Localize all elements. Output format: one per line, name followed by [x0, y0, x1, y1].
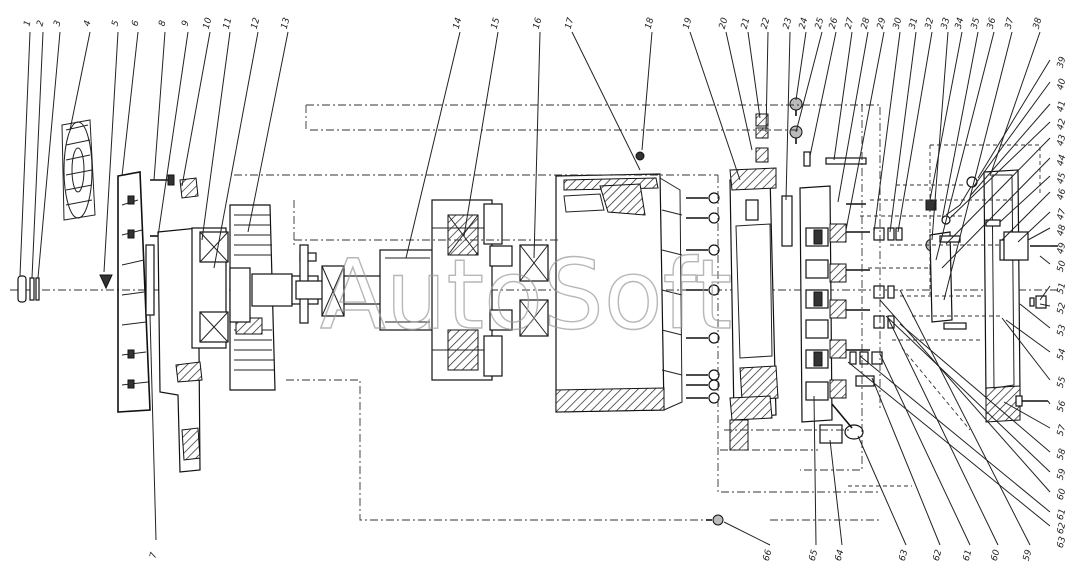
callout-16: 16	[532, 16, 545, 30]
shaft	[295, 249, 436, 331]
callout-60: 60	[990, 548, 1003, 562]
callout-46: 46	[1056, 187, 1069, 201]
callout-55: 55	[1056, 375, 1069, 389]
callout-60: 60	[1056, 487, 1069, 501]
callout-42: 42	[1056, 117, 1069, 131]
callout-33: 33	[940, 16, 953, 30]
callout-26: 26	[828, 16, 841, 30]
callout-50: 50	[1056, 259, 1069, 273]
studs	[686, 192, 720, 404]
callout-39: 39	[1056, 55, 1069, 69]
callout-17: 17	[564, 16, 577, 30]
callout-54: 54	[1056, 347, 1069, 361]
callout-52: 52	[1056, 301, 1069, 315]
callout-61: 61	[1056, 508, 1069, 522]
callout-25: 25	[814, 16, 827, 30]
callout-37: 37	[1004, 16, 1017, 30]
pulley-group	[17, 119, 175, 413]
watermark: AutoSoft	[320, 239, 732, 351]
callout-63: 63	[1056, 535, 1069, 549]
callout-22: 22	[760, 16, 773, 30]
callout-44: 44	[1056, 153, 1069, 167]
callout-47: 47	[1056, 207, 1069, 221]
callout-4: 4	[82, 19, 93, 27]
callout-58: 58	[1056, 447, 1069, 461]
callout-34: 34	[954, 16, 967, 30]
callout-59: 59	[1022, 548, 1035, 562]
callout-8: 8	[157, 19, 168, 27]
callout-2: 2	[35, 19, 46, 27]
callout-3: 3	[52, 19, 63, 27]
callout-64: 64	[834, 548, 847, 562]
callout-24: 24	[798, 16, 811, 30]
callout-6: 6	[130, 19, 141, 27]
guide-lines	[234, 104, 1041, 526]
callout-28: 28	[860, 16, 873, 30]
callout-38: 38	[1032, 16, 1045, 30]
callout-56: 56	[1056, 399, 1069, 413]
callout-21: 21	[740, 17, 753, 31]
front-bracket	[157, 177, 229, 473]
callout-1: 1	[22, 19, 33, 27]
leader-lines	[19, 31, 1051, 546]
callout-53: 53	[1056, 323, 1069, 337]
callout-63: 63	[898, 548, 911, 562]
callout-5: 5	[110, 19, 121, 27]
callout-23: 23	[782, 16, 795, 30]
callout-62: 62	[932, 548, 945, 562]
callout-59: 59	[1056, 467, 1069, 481]
top-screws	[789, 97, 867, 167]
callout-18: 18	[644, 16, 657, 30]
callout-9: 9	[180, 19, 191, 27]
rear-cover	[983, 169, 1058, 423]
callout-41: 41	[1056, 100, 1069, 114]
callout-20: 20	[718, 16, 731, 30]
callout-29: 29	[876, 16, 889, 30]
callout-12: 12	[250, 16, 263, 30]
callout-15: 15	[490, 16, 503, 30]
callout-31: 31	[908, 17, 921, 31]
callout-11: 11	[222, 17, 235, 31]
callout-43: 43	[1056, 133, 1069, 147]
callout-45: 45	[1056, 171, 1069, 185]
callout-51: 51	[1056, 282, 1069, 296]
callout-32: 32	[924, 16, 937, 30]
callout-40: 40	[1056, 77, 1069, 91]
callout-57: 57	[1056, 423, 1069, 437]
callout-13: 13	[280, 16, 293, 30]
callout-36: 36	[986, 16, 999, 30]
callout-66: 66	[762, 548, 775, 562]
rectifier-plate	[729, 167, 779, 451]
callout-7: 7	[148, 551, 159, 559]
stator	[431, 199, 513, 381]
callout-62: 62	[1056, 521, 1069, 535]
callout-14: 14	[452, 16, 465, 30]
callout-49: 49	[1056, 241, 1069, 255]
callout-65: 65	[808, 548, 821, 562]
callout-10: 10	[202, 16, 215, 30]
regulator-assembly	[799, 185, 903, 444]
callout-35: 35	[970, 16, 983, 30]
callout-30: 30	[892, 16, 905, 30]
callout-61: 61	[962, 549, 975, 563]
callout-19: 19	[682, 16, 695, 30]
callout-48: 48	[1056, 223, 1069, 237]
callout-27: 27	[844, 16, 857, 30]
